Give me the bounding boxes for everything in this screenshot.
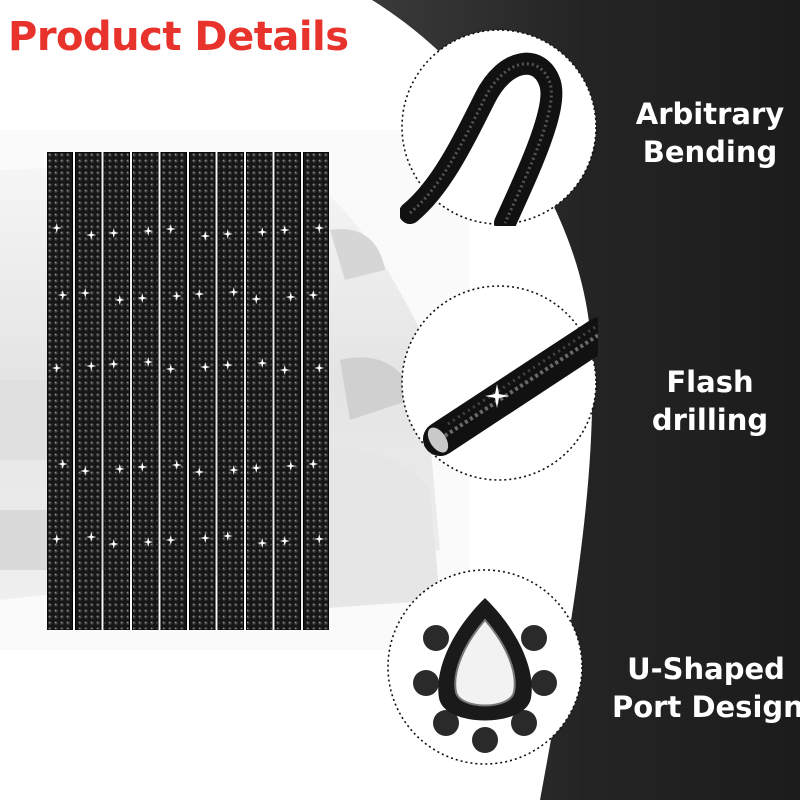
sparkle-icon bbox=[80, 466, 91, 476]
bending-detail-image bbox=[400, 29, 597, 226]
rhinestone-strip bbox=[160, 152, 187, 630]
rhinestone-strip bbox=[103, 152, 130, 630]
sparkle-icon bbox=[279, 225, 290, 235]
sparkle-icon bbox=[143, 537, 154, 547]
sparkle-icon bbox=[257, 538, 268, 548]
sparkle-icon bbox=[285, 461, 296, 471]
sparkle-icon bbox=[314, 363, 325, 373]
rhinestone-strip bbox=[47, 152, 73, 630]
sparkle-icon bbox=[222, 531, 233, 541]
rhinestone-strip bbox=[274, 152, 301, 630]
feature-label-line: Bending bbox=[642, 135, 778, 169]
sparkle-icon bbox=[165, 224, 176, 234]
sparkle-icon bbox=[279, 536, 290, 546]
sparkle-icon bbox=[143, 226, 154, 236]
sparkle-icon bbox=[137, 293, 148, 303]
rhinestone-strip bbox=[303, 152, 329, 630]
rhinestone-strips-image bbox=[47, 152, 329, 630]
feature-label-line: Arbitrary bbox=[635, 97, 785, 131]
sparkle-icon bbox=[108, 228, 119, 238]
sparkle-icon bbox=[51, 223, 62, 233]
sparkle-icon bbox=[200, 231, 211, 241]
sparkle-icon bbox=[308, 459, 319, 469]
sparkle-icon bbox=[194, 467, 205, 477]
sparkle-icon bbox=[200, 533, 211, 543]
sparkle-icon bbox=[57, 459, 68, 469]
sparkle-icon bbox=[86, 532, 97, 542]
sparkle-icon bbox=[165, 535, 176, 545]
sparkle-icon bbox=[108, 539, 119, 549]
sparkle-icon bbox=[228, 287, 239, 297]
feature-label-line: Port Design bbox=[612, 690, 800, 724]
sparkle-icon bbox=[143, 357, 154, 367]
sparkle-icon bbox=[86, 361, 97, 371]
sparkle-icon bbox=[285, 292, 296, 302]
rhinestone-strip bbox=[75, 152, 102, 630]
rhinestone-strip bbox=[246, 152, 273, 630]
sparkle-icon bbox=[114, 295, 125, 305]
sparkle-icon bbox=[51, 363, 62, 373]
flash-drilling-detail-image bbox=[401, 285, 598, 481]
sparkle-icon bbox=[86, 230, 97, 240]
sparkle-icon bbox=[108, 359, 119, 369]
u-shaped-port-detail-image bbox=[387, 569, 583, 765]
sparkle-icon bbox=[257, 227, 268, 237]
rhinestone-strip bbox=[132, 152, 159, 630]
feature-label-line: Flash bbox=[666, 365, 754, 399]
sparkle-icon bbox=[222, 229, 233, 239]
rhinestone-strip bbox=[189, 152, 216, 630]
sparkle-icon bbox=[114, 464, 125, 474]
feature-label-flash: Flash drilling bbox=[620, 363, 800, 439]
sparkle-icon bbox=[251, 463, 262, 473]
rhinestone-strip bbox=[217, 152, 244, 630]
sparkle-icon bbox=[251, 294, 262, 304]
sparkle-icon bbox=[51, 534, 62, 544]
sparkle-icon bbox=[137, 462, 148, 472]
feature-label-bending: Arbitrary Bending bbox=[620, 95, 800, 171]
sparkle-icon bbox=[222, 360, 233, 370]
sparkle-icon bbox=[171, 291, 182, 301]
sparkle-icon bbox=[80, 288, 91, 298]
sparkle-icon bbox=[279, 365, 290, 375]
feature-label-line: U-Shaped bbox=[627, 652, 785, 686]
sparkle-icon bbox=[200, 362, 211, 372]
sparkle-icon bbox=[314, 223, 325, 233]
sparkle-icon bbox=[228, 465, 239, 475]
sparkle-icon bbox=[171, 460, 182, 470]
sparkle-icon bbox=[308, 290, 319, 300]
sparkle-icon bbox=[314, 534, 325, 544]
page-title: Product Details bbox=[8, 14, 349, 60]
sparkle-icon bbox=[257, 358, 268, 368]
feature-label-line: drilling bbox=[651, 403, 769, 437]
sparkle-icon bbox=[165, 364, 176, 374]
feature-label-u-shaped: U-Shaped Port Design bbox=[612, 650, 800, 726]
sparkle-icon bbox=[57, 290, 68, 300]
sparkle-icon bbox=[194, 289, 205, 299]
